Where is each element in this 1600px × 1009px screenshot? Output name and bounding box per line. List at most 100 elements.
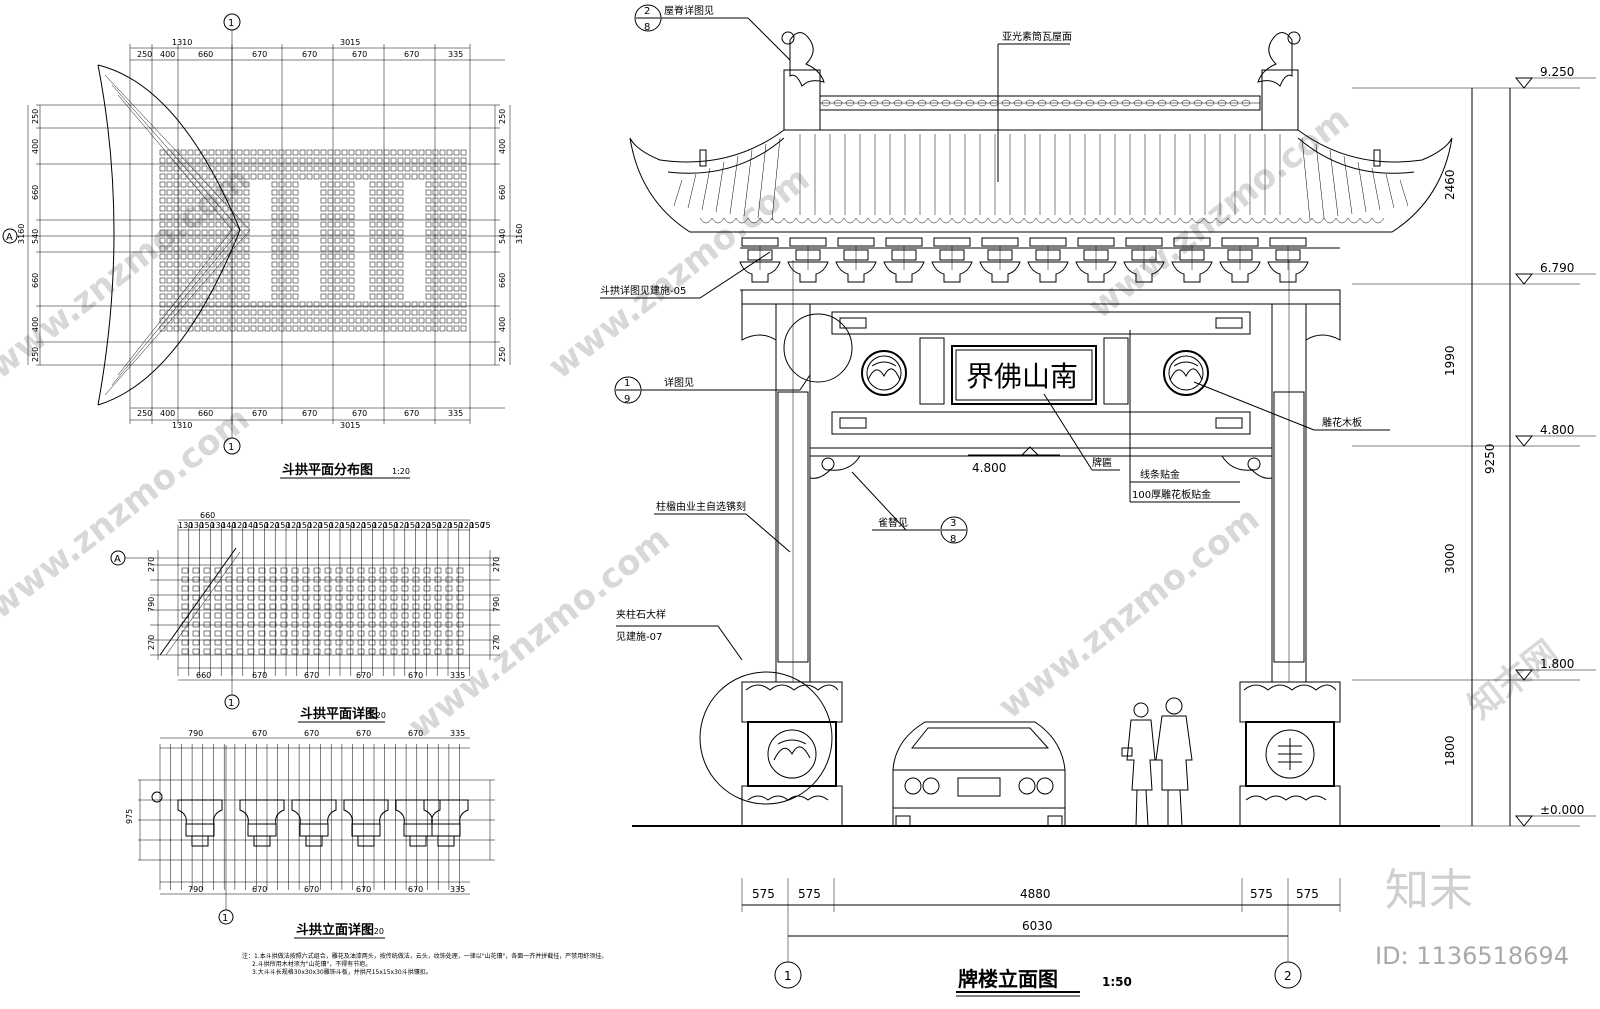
eave-tile-end <box>843 217 857 224</box>
dougong-block <box>250 301 257 308</box>
eave-tile-end <box>735 217 749 224</box>
ridge-ornament <box>1229 99 1239 107</box>
dougong-block <box>425 173 432 180</box>
dougong-block <box>453 245 460 252</box>
dougong-block <box>159 149 166 156</box>
dougong-block <box>194 269 201 276</box>
dougong-block <box>368 594 376 601</box>
dougong-block <box>335 612 343 619</box>
dougong-block <box>247 594 255 601</box>
ridge-ornament <box>821 99 831 107</box>
dougong-block <box>446 277 453 284</box>
ridge-ornament <box>1121 99 1131 107</box>
dougong-block <box>376 189 383 196</box>
dougong-block <box>258 639 266 646</box>
eave-tile-end <box>1071 217 1085 224</box>
dougong-block <box>456 585 464 592</box>
drawing-scale: 1:20 <box>368 711 386 720</box>
dougong-block <box>257 149 264 156</box>
dougong-block <box>320 301 327 308</box>
dougong-block <box>445 576 453 583</box>
bracket-elevation <box>343 799 389 825</box>
dougong-block <box>194 189 201 196</box>
dougong-block <box>334 229 341 236</box>
dougong-block <box>369 277 376 284</box>
dougong-block <box>194 285 201 292</box>
dougong-block <box>348 253 355 260</box>
dougong-block <box>390 269 397 276</box>
dimension-label: 790 <box>147 597 156 612</box>
dougong-block <box>423 639 431 646</box>
dougong-block <box>278 269 285 276</box>
dougong-block <box>418 173 425 180</box>
dougong-block <box>369 245 376 252</box>
dougong-block <box>229 245 236 252</box>
annotation-text: 亚光素筒瓦屋面 <box>1002 30 1072 43</box>
dimension-label: 250 <box>137 409 152 418</box>
dougong-block <box>453 221 460 228</box>
dougong-block <box>201 221 208 228</box>
dougong-block <box>401 621 409 628</box>
dougong-block <box>215 325 222 332</box>
eave-tile-end <box>783 217 797 224</box>
dougong-block <box>222 197 229 204</box>
eave-tile-end <box>1107 217 1121 224</box>
dougong-block <box>291 594 299 601</box>
dougong-block <box>159 301 166 308</box>
dougong-block <box>383 269 390 276</box>
dougong-block <box>194 309 201 316</box>
dougong-block <box>257 317 264 324</box>
dougong-block <box>369 197 376 204</box>
dougong-block <box>355 157 362 164</box>
dougong-block <box>412 612 420 619</box>
dougong-block <box>320 221 327 228</box>
dougong-block <box>320 189 327 196</box>
dougong-block <box>229 269 236 276</box>
bracket-block <box>403 823 433 837</box>
ridge-ornament <box>1109 99 1119 107</box>
dougong-block <box>313 630 321 637</box>
dougong-block <box>327 149 334 156</box>
eave-tile-end <box>1239 217 1253 224</box>
dougong-block <box>376 301 383 308</box>
dougong-bracket <box>933 237 971 247</box>
dougong-block <box>446 189 453 196</box>
dougong-block <box>257 173 264 180</box>
detail-ref-bottom: 9 <box>624 394 630 405</box>
dougong-bracket <box>1171 261 1213 283</box>
dougong-block <box>278 157 285 164</box>
dougong-block <box>401 603 409 610</box>
dougong-block <box>390 237 397 244</box>
dougong-block <box>247 648 255 655</box>
dougong-block <box>376 237 383 244</box>
dougong-block <box>397 293 404 300</box>
dougong-block <box>278 205 285 212</box>
dougong-block <box>247 567 255 574</box>
dimension-label: 2460 <box>1443 169 1457 200</box>
dougong-block <box>166 165 173 172</box>
dougong-block <box>397 317 404 324</box>
dougong-block <box>269 594 277 601</box>
dougong-block <box>292 149 299 156</box>
dougong-block <box>432 293 439 300</box>
dougong-block <box>335 567 343 574</box>
dougong-block <box>243 277 250 284</box>
dougong-block <box>269 630 277 637</box>
dougong-block <box>214 594 222 601</box>
bracket-block <box>185 823 215 837</box>
eave-tile-end <box>1095 217 1109 224</box>
dougong-block <box>401 567 409 574</box>
dougong-block <box>236 189 243 196</box>
eave-tile-end <box>1323 217 1337 224</box>
dougong-block <box>346 567 354 574</box>
eave-tile-end <box>1035 217 1049 224</box>
dougong-block <box>208 181 215 188</box>
dimension-label: 575 <box>1250 887 1273 901</box>
dougong-block <box>404 165 411 172</box>
dougong-block <box>369 325 376 332</box>
dougong-block <box>302 648 310 655</box>
dougong-block <box>335 621 343 628</box>
dougong-block <box>453 157 460 164</box>
dougong-block <box>306 301 313 308</box>
